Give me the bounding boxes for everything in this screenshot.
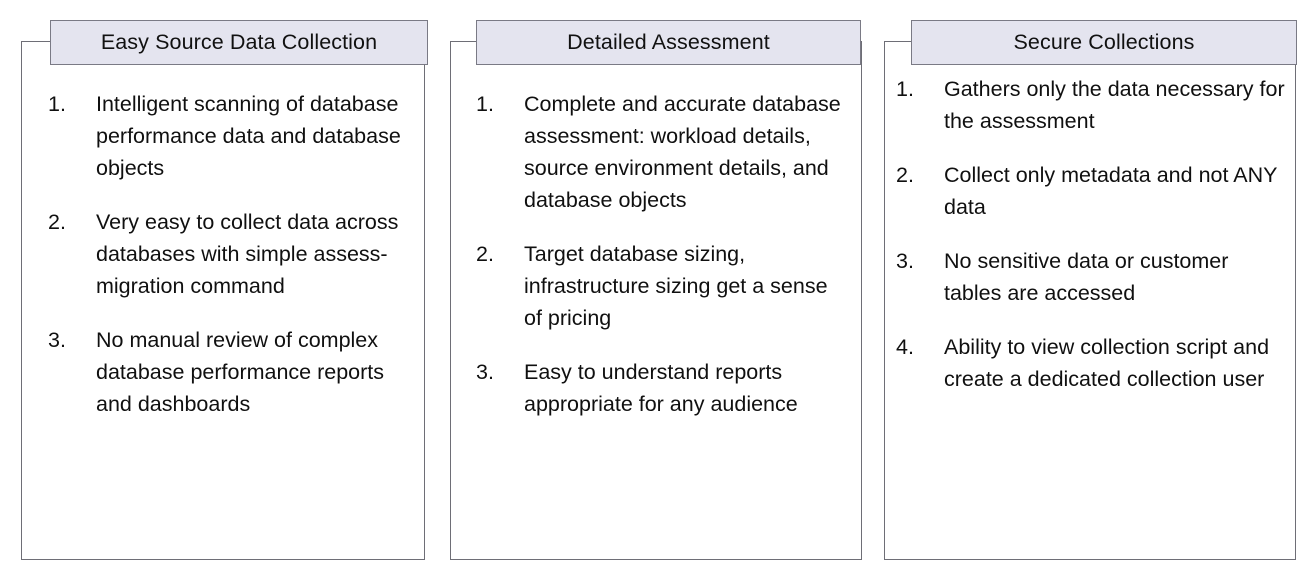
- list-item-text: Target database sizing, infrastructure s…: [524, 242, 828, 330]
- list-item-text: Very easy to collect data across databas…: [96, 210, 399, 298]
- list-item-text: Complete and accurate database assessmen…: [524, 92, 841, 212]
- list-item-number: 3.: [476, 360, 494, 384]
- list-item-number: 2.: [476, 242, 494, 266]
- panel-body: [450, 41, 862, 560]
- panel-body: [884, 41, 1296, 560]
- panel-easy-source-data-collection: Easy Source Data Collection 1. Intellige…: [21, 20, 428, 560]
- list-item-number: 3.: [896, 249, 914, 273]
- list-item: 3. No manual review of complex database …: [48, 324, 409, 420]
- panel-list: 1. Gathers only the data necessary for t…: [896, 73, 1288, 417]
- panel-list: 1. Complete and accurate database assess…: [476, 88, 844, 442]
- panel-title: Secure Collections: [1013, 29, 1195, 54]
- list-item-text: No manual review of complex database per…: [96, 328, 385, 416]
- list-item: 3. No sensitive data or customer tables …: [896, 245, 1288, 309]
- panel-title: Detailed Assessment: [567, 29, 770, 54]
- list-item: 3. Easy to understand reports appropriat…: [476, 356, 844, 420]
- panel-title: Easy Source Data Collection: [100, 29, 378, 54]
- list-item: 1. Complete and accurate database assess…: [476, 88, 844, 216]
- list-item-number: 4.: [896, 335, 914, 359]
- list-item: 2. Collect only metadata and not ANY dat…: [896, 159, 1288, 223]
- list-item: 2. Very easy to collect data across data…: [48, 206, 409, 302]
- panel-header-easy-source-data-collection: Easy Source Data Collection: [50, 20, 428, 65]
- panel-secure-collections: Secure Collections 1. Gathers only the d…: [884, 20, 1297, 560]
- list-item-number: 2.: [896, 163, 914, 187]
- list-item-text: No sensitive data or customer tables are…: [944, 249, 1229, 305]
- list-item-text: Collect only metadata and not ANY data: [944, 163, 1278, 219]
- list-item-text: Gathers only the data necessary for the …: [944, 77, 1285, 133]
- panel-body: [21, 41, 425, 560]
- panel-list: 1. Intelligent scanning of database perf…: [48, 88, 409, 442]
- panel-header-detailed-assessment: Detailed Assessment: [476, 20, 861, 65]
- list-item-number: 1.: [896, 77, 914, 101]
- list-item: 1. Intelligent scanning of database perf…: [48, 88, 409, 184]
- list-item-text: Intelligent scanning of database perform…: [96, 92, 401, 180]
- list-item: 4. Ability to view collection script and…: [896, 331, 1288, 395]
- list-item-text: Easy to understand reports appropriate f…: [524, 360, 798, 416]
- list-item-number: 1.: [476, 92, 494, 116]
- list-item-text: Ability to view collection script and cr…: [944, 335, 1270, 391]
- list-item: 2. Target database sizing, infrastructur…: [476, 238, 844, 334]
- list-item-number: 1.: [48, 92, 66, 116]
- list-item-number: 3.: [48, 328, 66, 352]
- list-item: 1. Gathers only the data necessary for t…: [896, 73, 1288, 137]
- panel-header-secure-collections: Secure Collections: [911, 20, 1297, 65]
- panel-detailed-assessment: Detailed Assessment 1. Complete and accu…: [450, 20, 862, 560]
- list-item-number: 2.: [48, 210, 66, 234]
